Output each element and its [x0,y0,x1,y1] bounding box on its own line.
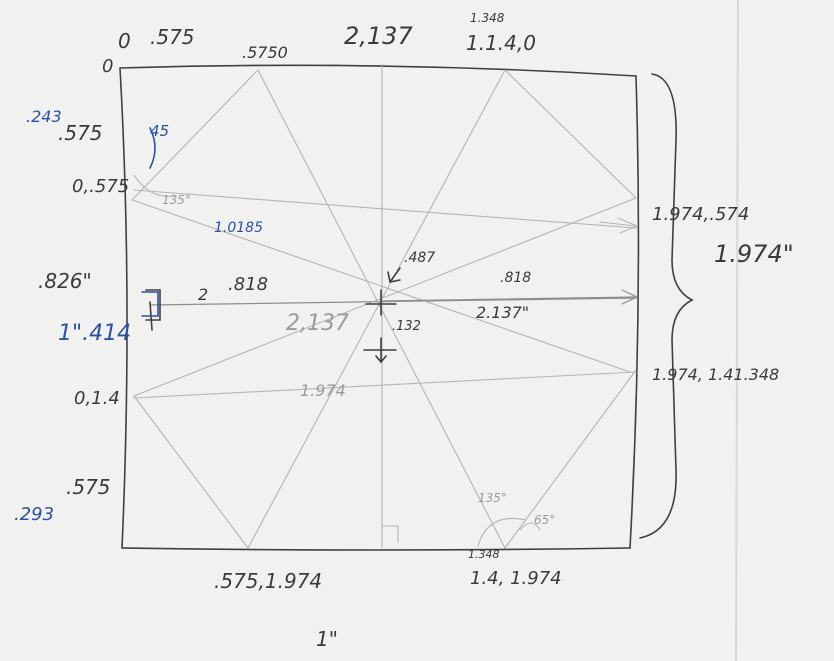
right-1-974-1-348: 1.974, 1.41.348 [652,365,779,384]
angle-135-left-label: 135° [162,193,191,207]
top-left-coord: .575 [150,25,195,49]
center-arrow-head [621,289,639,305]
octagon-top-right [504,69,637,199]
octagon-bottom-left [133,395,249,549]
right-2-137: 2.137" [476,303,529,322]
angle-arc-65 [519,522,541,531]
center-point-487: .487 [404,250,435,266]
angle-135-bottom-label: 135° [478,491,507,505]
octagon-top-left [131,69,259,201]
center-horizontal-line [149,297,637,306]
square-bottom-edge [121,547,631,551]
top-mid-coord: .5750 [242,43,288,62]
diagonal-left-low [133,197,637,397]
upper-arrow-line [599,221,637,227]
diag-1-0185-label: 1.0185 [214,220,263,236]
left-blue-243: .243 [26,107,62,126]
square-right-edge [629,75,640,549]
center-132: .132 [392,319,421,334]
left-0-1-4: 0,1.4 [74,388,120,409]
left-bracket-mark [145,289,161,321]
center-1-974: 1.974 [300,381,346,400]
angle-arc-135-left [133,174,177,198]
left-2: 2 [198,285,208,304]
right-818: .818 [500,270,531,286]
left-818: .818 [228,274,268,295]
top-width-label: 2,137 [344,22,413,50]
octagon-bottom-right [504,369,637,549]
left-0-575: 0,.575 [72,176,129,197]
left-826: .826" [38,269,92,293]
left-blue-1-414: 1".414 [58,321,131,346]
paper-edge-line [735,0,739,661]
angle-arc-135-bottom [477,517,527,547]
offset-mark-arrow [375,355,387,364]
angle-65-label: 65° [534,513,555,527]
bottom-left-coord: .575,1.974 [214,569,322,593]
top-origin-y: 0 [102,56,113,77]
diagonal-right-to-left-down [247,69,506,549]
center-arrow-line [381,296,637,302]
square-left-edge [119,67,128,549]
right-1-974-575: 1.974,.574 [652,204,749,225]
bottom-right-coord: 1.4, 1.974 [470,568,562,589]
lower-horizontal-line [133,371,637,399]
top-right-coord: 1.1.4,0 [466,31,536,55]
left-575-low: .575 [66,475,111,499]
top-right-small: 1.348 [470,11,505,25]
top-origin-x: 0 [118,29,131,53]
blue-angle-arc [149,127,156,169]
center-2-137: 2,137 [286,311,349,336]
square-top-edge [119,64,637,77]
upper-arrow-head [617,217,639,234]
upper-horizontal-line [133,189,637,229]
right-angle-marker [381,525,399,543]
right-bracket-1-974: 1.974" [714,240,794,268]
bottom-small-1-348: 1.348 [468,548,500,561]
right-curly-brace [639,73,694,539]
bottom-1in: 1" [316,627,338,651]
left-575: .575 [58,121,103,145]
blue-bracket [141,291,159,317]
center-small-arrow [387,267,401,283]
left-blue-293: .293 [14,504,54,525]
diagonal-left-mid [131,199,631,373]
angle-45-label: 45 [150,122,169,140]
